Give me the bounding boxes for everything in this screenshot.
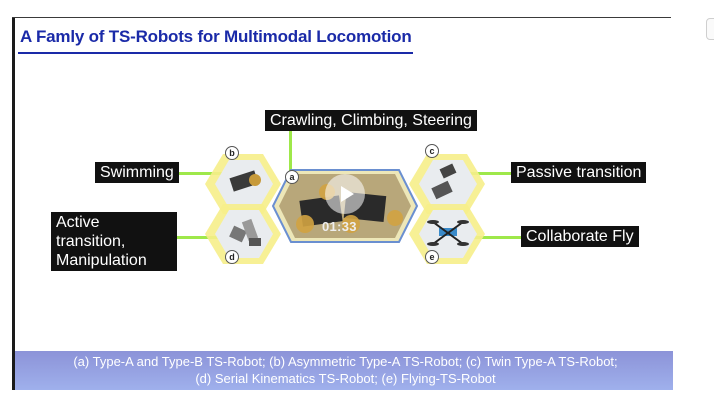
robot-b-image (229, 170, 261, 192)
badge-d: d (225, 250, 239, 264)
label-swimming: Swimming (95, 162, 179, 183)
caption-line2: (d) Serial Kinematics TS-Robot; (e) Flyi… (195, 371, 496, 386)
label-active-line2: Manipulation (56, 252, 147, 269)
scroll-handle[interactable] (706, 18, 714, 40)
connector-fly (470, 236, 522, 239)
robot-c-image (431, 163, 457, 200)
robot-e-image (427, 220, 469, 246)
label-fly: Collaborate Fly (521, 226, 639, 247)
label-active-line1: Active transition, (56, 214, 126, 250)
caption-line1: (a) Type-A and Type-B TS-Robot; (b) Asym… (73, 354, 618, 369)
play-button[interactable] (325, 174, 365, 214)
video-frame[interactable]: A Famly of TS-Robots for Multimodal Loco… (12, 18, 673, 390)
play-icon (341, 186, 354, 202)
badge-b: b (225, 146, 239, 160)
video-timecode: 01:33 (322, 219, 357, 234)
label-crawling: Crawling, Climbing, Steering (265, 110, 477, 131)
badge-a: a (285, 170, 299, 184)
top-divider (12, 17, 671, 18)
connector-active (171, 236, 223, 239)
title-underline (18, 52, 413, 54)
robot-d-image (229, 218, 261, 246)
connector-top (289, 130, 292, 180)
label-passive: Passive transition (511, 162, 647, 183)
label-active: Active transition, Manipulation (51, 212, 177, 271)
badge-c: c (425, 144, 439, 158)
connector-swimming (171, 172, 223, 175)
diagram-graphic (205, 154, 485, 264)
badge-e: e (425, 250, 439, 264)
caption-bar: (a) Type-A and Type-B TS-Robot; (b) Asym… (15, 351, 673, 390)
connector-passive (470, 172, 515, 175)
slide-title: A Famly of TS-Robots for Multimodal Loco… (20, 27, 412, 46)
